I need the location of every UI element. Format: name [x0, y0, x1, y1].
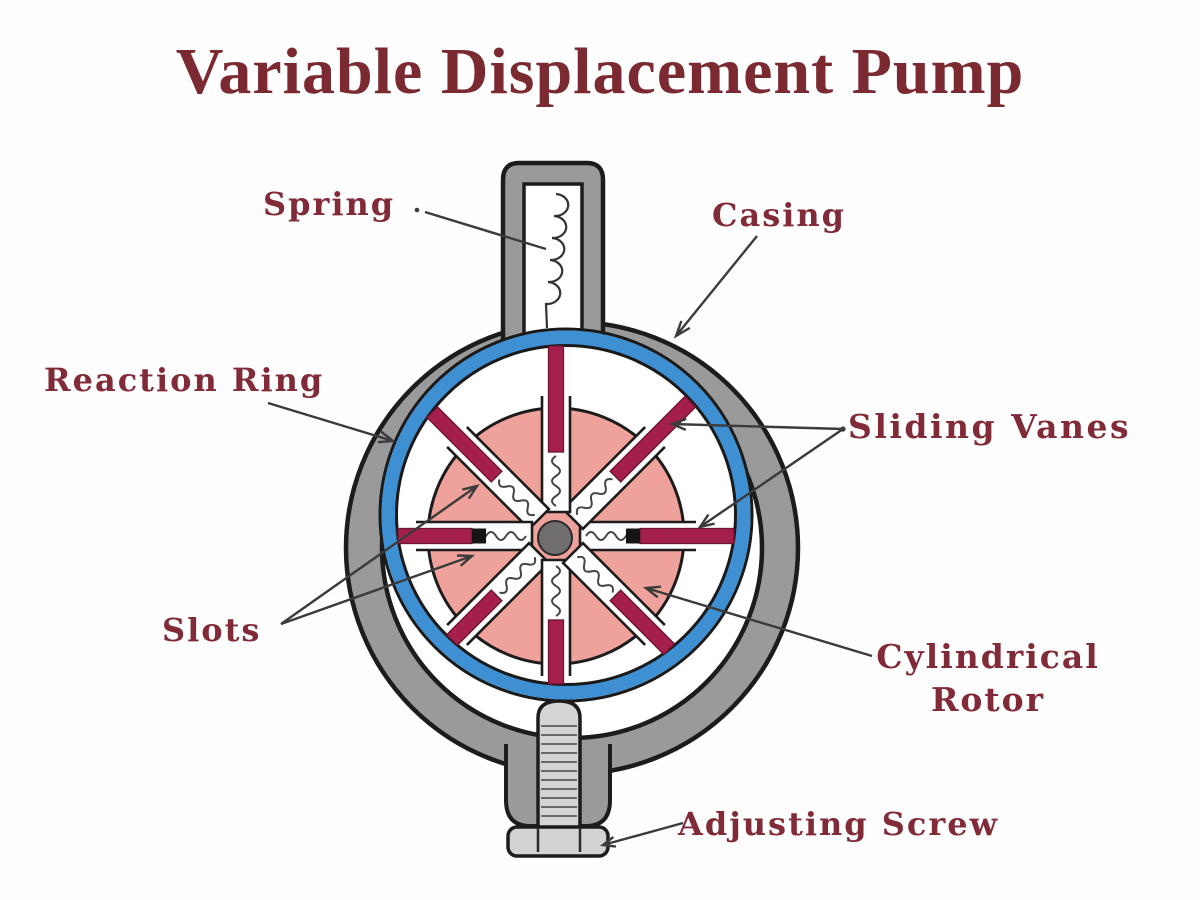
adjusting-screw — [506, 699, 610, 858]
spring-leader-dot — [414, 207, 420, 213]
rotor-leader-line — [645, 586, 873, 658]
reaction-ring-leader-line — [267, 401, 394, 443]
rotor-spoke-southwest — [445, 541, 551, 647]
label-spring: Spring — [263, 185, 396, 223]
leader-arrows — [267, 207, 873, 848]
rotor-spoke-southeast — [561, 541, 676, 656]
vane-base-block — [472, 528, 486, 544]
spring-leader-line — [424, 210, 547, 251]
rotor-spoke-south — [540, 558, 572, 685]
reaction-ring-arrowhead-icon — [377, 430, 397, 444]
screw-threads — [541, 725, 577, 817]
rotor-spoke-north — [540, 345, 572, 514]
slots-arrowhead-icon — [456, 554, 476, 567]
label-adjusting-screw: Adjusting Screw — [678, 805, 1000, 843]
reaction-ring-inner-outline — [395, 344, 737, 686]
screw-base-plate — [506, 825, 610, 858]
casing-arrowhead-icon — [673, 320, 691, 339]
spring-coil — [544, 192, 570, 329]
diagram-title: Variable Displacement Pump — [175, 35, 1025, 108]
screw-leader-line — [602, 821, 684, 847]
sliding-vanes-arrowhead-icon — [668, 417, 687, 432]
label-slots: Slots — [162, 611, 262, 649]
casing-leader-line — [675, 235, 758, 337]
sliding-vane — [609, 395, 697, 483]
sliding-vane — [397, 527, 473, 545]
sliding-vane — [639, 527, 735, 545]
screw-arrowhead-icon — [599, 836, 617, 848]
sliding-vane — [426, 406, 503, 483]
sliding-vane — [547, 619, 565, 685]
sliding-vanes-leader-line — [699, 428, 844, 528]
vane-base-block — [626, 528, 640, 544]
rotor-spoke-northeast — [561, 395, 697, 531]
slots-leader-line — [280, 554, 473, 626]
label-cylindrical-rotor-line1: Cylindrical — [876, 637, 1100, 676]
label-sliding-vanes: Sliding Vanes — [848, 407, 1132, 446]
sliding-vane — [445, 589, 503, 647]
label-casing: Casing — [712, 196, 847, 234]
sliding-vanes-leader-line — [671, 422, 844, 431]
rotor-arrowhead-icon — [642, 585, 662, 599]
sliding-vane — [547, 345, 565, 453]
slots-arrowhead-icon — [462, 484, 480, 500]
label-cylindrical-rotor-line2: Rotor — [930, 679, 1046, 719]
sliding-vane — [609, 589, 676, 656]
rotor-spoke-northwest — [426, 406, 551, 531]
sliding-vanes-arrowhead-icon — [697, 513, 715, 529]
label-cylindrical-rotor: Cylindrical Rotor — [858, 636, 1118, 722]
label-reaction-ring: Reaction Ring — [44, 361, 325, 399]
rotor-hub — [537, 520, 573, 556]
cylindrical-rotor — [397, 345, 735, 685]
spring-chamber — [522, 182, 584, 347]
slots-leader-line — [280, 485, 478, 625]
